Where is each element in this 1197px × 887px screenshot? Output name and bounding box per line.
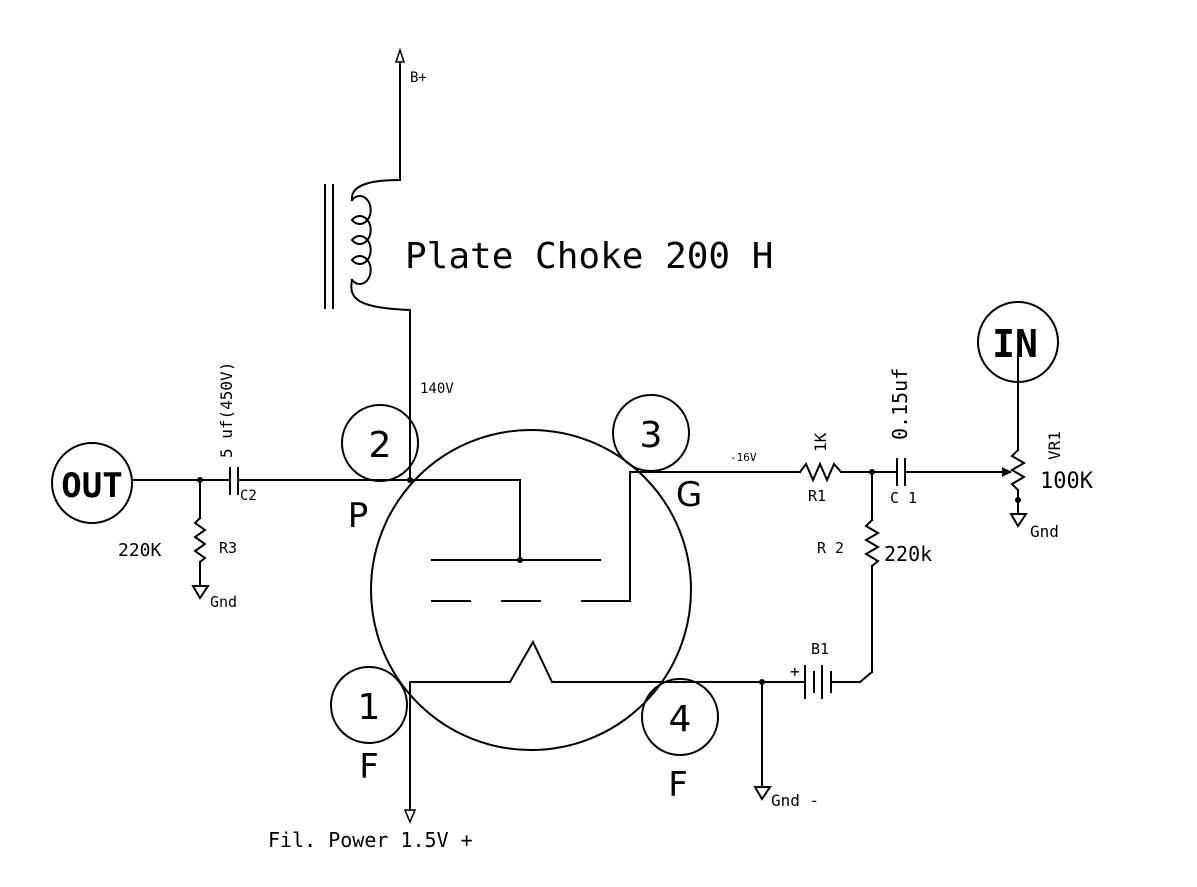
- grid-voltage-label: -16V: [730, 451, 757, 464]
- out-label: OUT: [61, 466, 122, 506]
- plate-choke-label: Plate Choke 200 H: [405, 236, 773, 277]
- r2-value-label: 220k: [884, 542, 932, 566]
- filament-power-label: Fil. Power 1.5V +: [268, 828, 473, 852]
- c1-value-label: 0.15uf: [888, 368, 912, 440]
- plate-voltage-label: 140V: [420, 381, 454, 397]
- vr1-value-label: 100K: [1040, 469, 1094, 494]
- capacitor-c2: [229, 467, 413, 495]
- potentiometer-vr1: [1010, 354, 1026, 513]
- b-plus-terminal: [394, 47, 406, 181]
- gnd-in-label: Gnd: [1030, 522, 1059, 541]
- resistor-r3: [193, 479, 207, 586]
- pin-4-number: 4: [669, 699, 692, 740]
- pin-2-marker: 2: [341, 404, 419, 482]
- pin-3-marker: 3: [612, 394, 690, 472]
- ground-symbol-out: [191, 585, 210, 600]
- ground-wire: [753, 679, 772, 801]
- pin-2-number: 2: [369, 425, 392, 466]
- output-wiring: [131, 477, 229, 483]
- vr1-ref-label: VR1: [1045, 431, 1064, 460]
- in-label: IN: [992, 322, 1038, 366]
- resistor-r1: [798, 461, 896, 483]
- tube-grid-electrode: [431, 471, 631, 602]
- capacitor-c1: [896, 458, 1012, 486]
- tube-envelope: [370, 429, 692, 751]
- pin-1-name: F: [359, 747, 379, 787]
- pin-3-number: 3: [640, 415, 663, 456]
- resistor-r2: [837, 471, 880, 684]
- pin-2-name: P: [348, 496, 369, 536]
- ground-symbol-in: [1009, 513, 1028, 528]
- c1-ref-label: C 1: [890, 489, 917, 507]
- r2-ref-label: R 2: [817, 539, 844, 557]
- tube-filament: [409, 639, 763, 683]
- r3-ref-label: R3: [219, 539, 237, 557]
- r3-value-label: 220K: [118, 540, 162, 561]
- pin-3-name: G: [676, 475, 702, 515]
- pin-4-marker: 4: [641, 678, 719, 756]
- out-connector: OUT: [51, 442, 133, 524]
- b-plus-label: B+: [410, 70, 427, 86]
- tube-plate-electrode: [409, 479, 601, 563]
- pin-4-name: F: [668, 765, 688, 805]
- pin-1-number: 1: [358, 687, 381, 728]
- pin-1-marker: 1: [330, 666, 408, 744]
- battery-b1: [761, 665, 839, 699]
- gnd-out-label: Gnd: [210, 593, 237, 611]
- plate-choke-inductor: [324, 178, 412, 481]
- filament-power-terminal: [403, 681, 417, 824]
- b1-ref-label: B1: [811, 640, 829, 658]
- r1-ref-label: R1: [808, 487, 826, 505]
- b1-plus-label: +: [790, 662, 800, 681]
- in-connector: IN: [977, 301, 1059, 383]
- gnd-minus-label: Gnd -: [771, 791, 819, 810]
- c2-ref-label: C2: [240, 488, 257, 504]
- c2-value-label: 5 uf(450V): [217, 362, 236, 458]
- r1-value-label: 1K: [811, 432, 830, 452]
